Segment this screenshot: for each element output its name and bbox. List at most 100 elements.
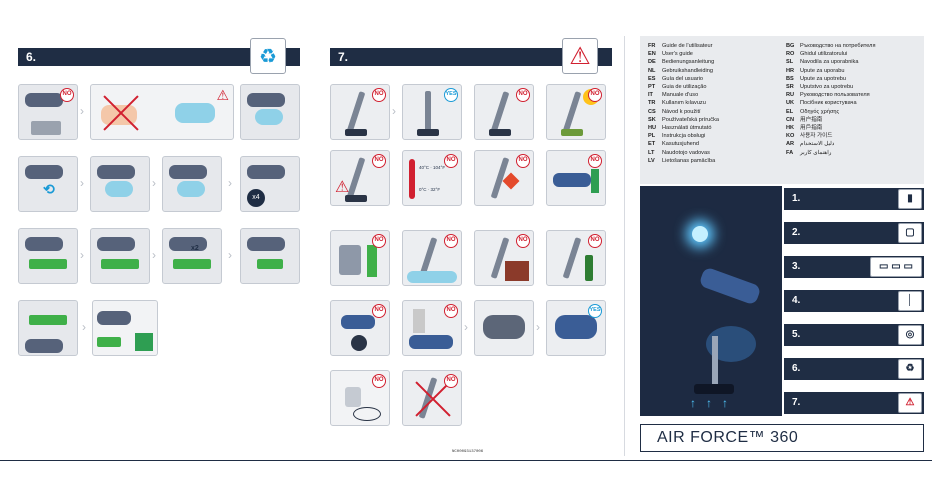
vacuum-icon (346, 91, 366, 133)
step6-tile-9 (90, 228, 150, 284)
step6-tile-8 (18, 228, 78, 284)
language-code: EL (786, 108, 794, 115)
language-code: BS (786, 75, 794, 82)
language-item: EL Οδηγός χρήσης (786, 108, 875, 116)
thermometer-icon (409, 159, 415, 199)
arrow-up-icon: ↑ (722, 396, 728, 410)
language-name: Ghidul utilizatorului (800, 51, 848, 58)
connector-count-label: x2 (191, 245, 199, 252)
language-code: SL (786, 59, 794, 66)
step7-tile-9: NO (330, 230, 390, 286)
no-badge: NO (372, 88, 386, 102)
language-name: User's guide (662, 51, 693, 58)
step7-tile-3: NO (474, 84, 534, 140)
vacuum-icon (169, 237, 207, 251)
vacuum-icon (425, 91, 431, 133)
page-fold (624, 36, 625, 456)
chevron-right-icon: › (228, 176, 232, 190)
no-badge: NO (372, 154, 386, 168)
vacuum-icon (97, 311, 131, 325)
language-name: Guide de l'utilisateur (662, 43, 713, 49)
step6-tile-3 (240, 84, 300, 140)
language-name: Kullanım kılavuzu (662, 100, 706, 107)
product-illustration-panel: ↑ ↑ ↑ (640, 186, 782, 416)
step6-tile-10: x2 (162, 228, 222, 284)
language-code: CS (648, 108, 656, 115)
language-name: Руководство пользователя (800, 92, 870, 99)
gloved-hand-icon (105, 181, 133, 197)
language-code: NL (648, 67, 656, 74)
step-label: 3. (792, 261, 801, 272)
spray-can-icon (591, 169, 599, 193)
gloved-hand-icon (175, 103, 215, 123)
no-badge: NO (516, 154, 530, 168)
section-6-header: 6. (18, 48, 300, 66)
chevron-right-icon: › (228, 248, 232, 262)
warning-icon: ⚠ (335, 179, 350, 196)
temperature-high-label: 40°C · 104°F (419, 165, 446, 170)
nozzle-icon (555, 315, 597, 339)
step6-tile-11 (240, 228, 300, 284)
yes-badge: YES (588, 304, 602, 318)
language-name: 用户指南 (800, 116, 823, 123)
step7-tile-14: NO (402, 300, 462, 356)
step-row-1: 1.▮ (784, 188, 924, 210)
step7-tile-12: NO (546, 230, 606, 286)
step7-tile-15 (474, 300, 534, 356)
floor-head-icon (345, 129, 367, 136)
language-name: Ръководство на потребителя (800, 43, 876, 49)
bin-icon (31, 121, 61, 135)
language-name: Οδηγός χρήσης (800, 108, 840, 115)
warning-box: ⚠ (562, 38, 598, 74)
step-row-5: 5.◎ (784, 324, 924, 346)
no-badge: NO (588, 154, 602, 168)
language-name: Naudotojo vadovas (662, 149, 710, 156)
language-code: CN (786, 116, 795, 123)
battery-board-icon (29, 259, 67, 269)
cross-icon (99, 91, 143, 135)
step-thumbnail-icon: │ (898, 291, 922, 311)
gloved-hand-icon (255, 109, 283, 125)
vacuum-icon (25, 237, 63, 251)
language-code: PT (648, 84, 656, 91)
recycle-bin-icon: ♻ (259, 45, 277, 68)
chevron-right-icon: › (80, 104, 84, 118)
step-thumbnail-icon: ♻ (898, 359, 922, 379)
no-badge: NO (372, 374, 386, 388)
warning-icon: ⚠ (216, 87, 229, 103)
vacuum-icon (247, 165, 285, 179)
section-7-header: 7. (330, 48, 612, 66)
step-thumbnail-icon: ▭ ▭ ▭ (870, 257, 922, 277)
no-badge: NO (516, 88, 530, 102)
recycling-point-icon (135, 333, 153, 351)
vacuum-icon (553, 173, 591, 187)
vacuum-icon (247, 237, 285, 251)
no-badge: NO (588, 88, 602, 102)
recycle-box: ♻ (250, 38, 286, 74)
language-code: RO (786, 51, 795, 58)
chevron-right-icon: › (152, 248, 156, 262)
rotate-arrow-icon: ⟲ (43, 181, 55, 197)
section-6-label: 6. (26, 50, 37, 64)
step-thumbnail-icon: ⚠ (898, 393, 922, 413)
language-code: LV (648, 157, 655, 164)
vacuum-icon (341, 315, 375, 329)
step7-tile-11: NO (474, 230, 534, 286)
language-code: RU (786, 92, 795, 99)
vacuum-icon (25, 93, 63, 107)
section-7-label: 7. (338, 50, 349, 64)
battery-board-icon (173, 259, 211, 269)
